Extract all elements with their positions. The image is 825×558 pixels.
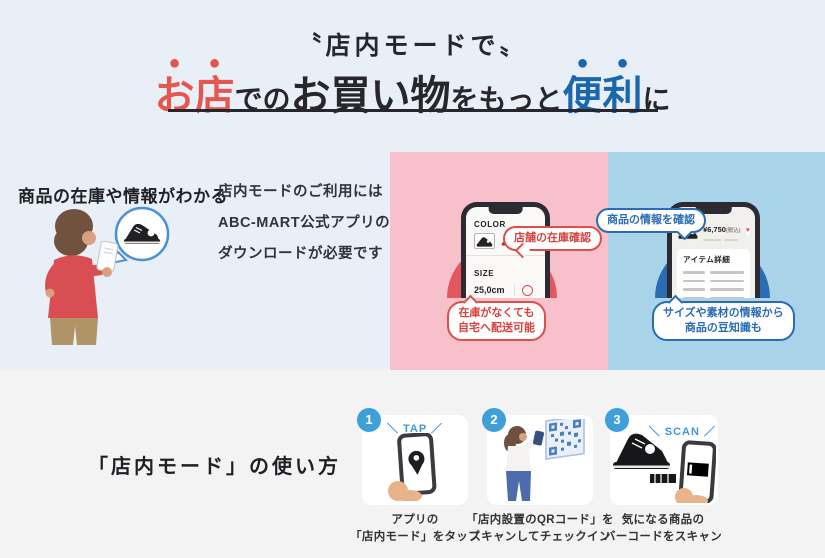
bubble-text: 商品の豆知識も xyxy=(684,322,762,334)
item-detail-card: アイテム詳細 xyxy=(677,249,750,298)
phone-notch xyxy=(695,207,732,214)
bubble-text: 商品の情報を確認 xyxy=(607,214,695,226)
item-detail-label: アイテム詳細 xyxy=(683,255,731,264)
step-caption-2: 「店内設置のQRコード」を スキャンしてチェックイン xyxy=(455,512,625,546)
in-stock-circle-icon xyxy=(522,284,533,296)
placeholder-line-row xyxy=(683,271,744,274)
bubble-product-tips: サイズや素材の情報から 商品の豆知識も xyxy=(652,294,795,341)
step-number-badge: 2 xyxy=(482,408,506,432)
step-card-2: 2 xyxy=(482,408,593,505)
qr-code-image xyxy=(545,419,585,460)
divider xyxy=(466,255,545,256)
color-label: COLOR xyxy=(474,220,506,229)
barcode-scan-illustration xyxy=(613,433,716,503)
bubble-text: 自宅へ配送可能 xyxy=(458,322,535,334)
title-underline xyxy=(167,109,658,112)
qr-scan-illustration xyxy=(504,419,585,501)
color-swatch-black xyxy=(474,233,495,249)
favorite-heart-icon: ♥ xyxy=(745,224,750,236)
step-caption-3: 気になる商品の バーコードをスキャン xyxy=(578,512,748,546)
caption-line: スキャンしてチェックイン xyxy=(469,531,611,543)
howto-heading: 「店内モード」の使い方 xyxy=(88,456,341,478)
note-line: 店内モードのご利用には xyxy=(218,184,383,200)
note-line: ダウンロードが必要です xyxy=(218,246,383,262)
step-card-3: 3 ＼ SCAN ／ xyxy=(605,408,718,505)
hero-tagline: 〝店内モードで〟 xyxy=(296,32,529,60)
woman-with-phone-illustration xyxy=(40,198,190,345)
product-price: ¥6,750 xyxy=(703,225,726,234)
tax-suffix: (税込) xyxy=(725,228,741,234)
bubble-home-delivery: 在庫がなくても 自宅へ配送可能 xyxy=(447,294,546,341)
caption-line: 「店内設置のQRコード」を xyxy=(466,514,614,526)
step-number-badge: 1 xyxy=(357,408,381,432)
size-value: 25,0cm xyxy=(474,285,505,295)
caption-line: 「店内モード」をタップ xyxy=(350,531,480,543)
feature-heading: 商品の在庫や情報がわかる xyxy=(18,187,228,206)
page-title: お店でのお買い物をもっと便利に xyxy=(0,52,825,131)
divider xyxy=(514,284,515,296)
caption-line: 気になる商品の xyxy=(621,514,705,526)
bubble-product-info-check: 商品の情報を確認 xyxy=(596,208,706,240)
size-row-25-0: 25,0cm xyxy=(474,284,537,296)
tap-tag: ＼ TAP ／ xyxy=(386,423,444,435)
step-caption-1: アプリの 「店内モード」をタップ xyxy=(330,512,500,546)
woman-illustration-svg xyxy=(45,206,170,345)
step-card-1: 1 ＼ TAP ／ xyxy=(357,408,468,505)
placeholder-line-row xyxy=(683,296,744,298)
placeholder-line-row xyxy=(683,279,744,282)
phone-notch xyxy=(488,207,523,214)
note-line: ABC-MART公式アプリの xyxy=(218,215,391,231)
step-number-badge: 3 xyxy=(605,408,629,432)
caption-line: アプリの xyxy=(391,514,439,526)
placeholder-line-row xyxy=(683,288,744,291)
barcode-image xyxy=(650,474,676,483)
scan-tag: ＼ SCAN ／ xyxy=(648,426,716,438)
product-price-block: ¥6,750(税込) xyxy=(703,219,741,241)
sneaker-image xyxy=(613,433,670,469)
size-label: SIZE xyxy=(474,269,495,278)
app-download-note: 店内モードのご利用には ABC-MART公式アプリの ダウンロードが必要です xyxy=(218,177,390,270)
sneaker-icon xyxy=(124,223,160,244)
bubble-store-stock-check: 店舗の在庫確認 xyxy=(503,226,602,258)
bubble-text: 在庫がなくても xyxy=(458,307,535,319)
bubble-text: 店舗の在庫確認 xyxy=(514,232,591,244)
tap-phone-illustration xyxy=(388,433,437,501)
bubble-text: サイズや素材の情報から xyxy=(663,307,784,319)
placeholder-lines xyxy=(703,239,741,241)
caption-line: バーコードをスキャン xyxy=(604,531,722,543)
